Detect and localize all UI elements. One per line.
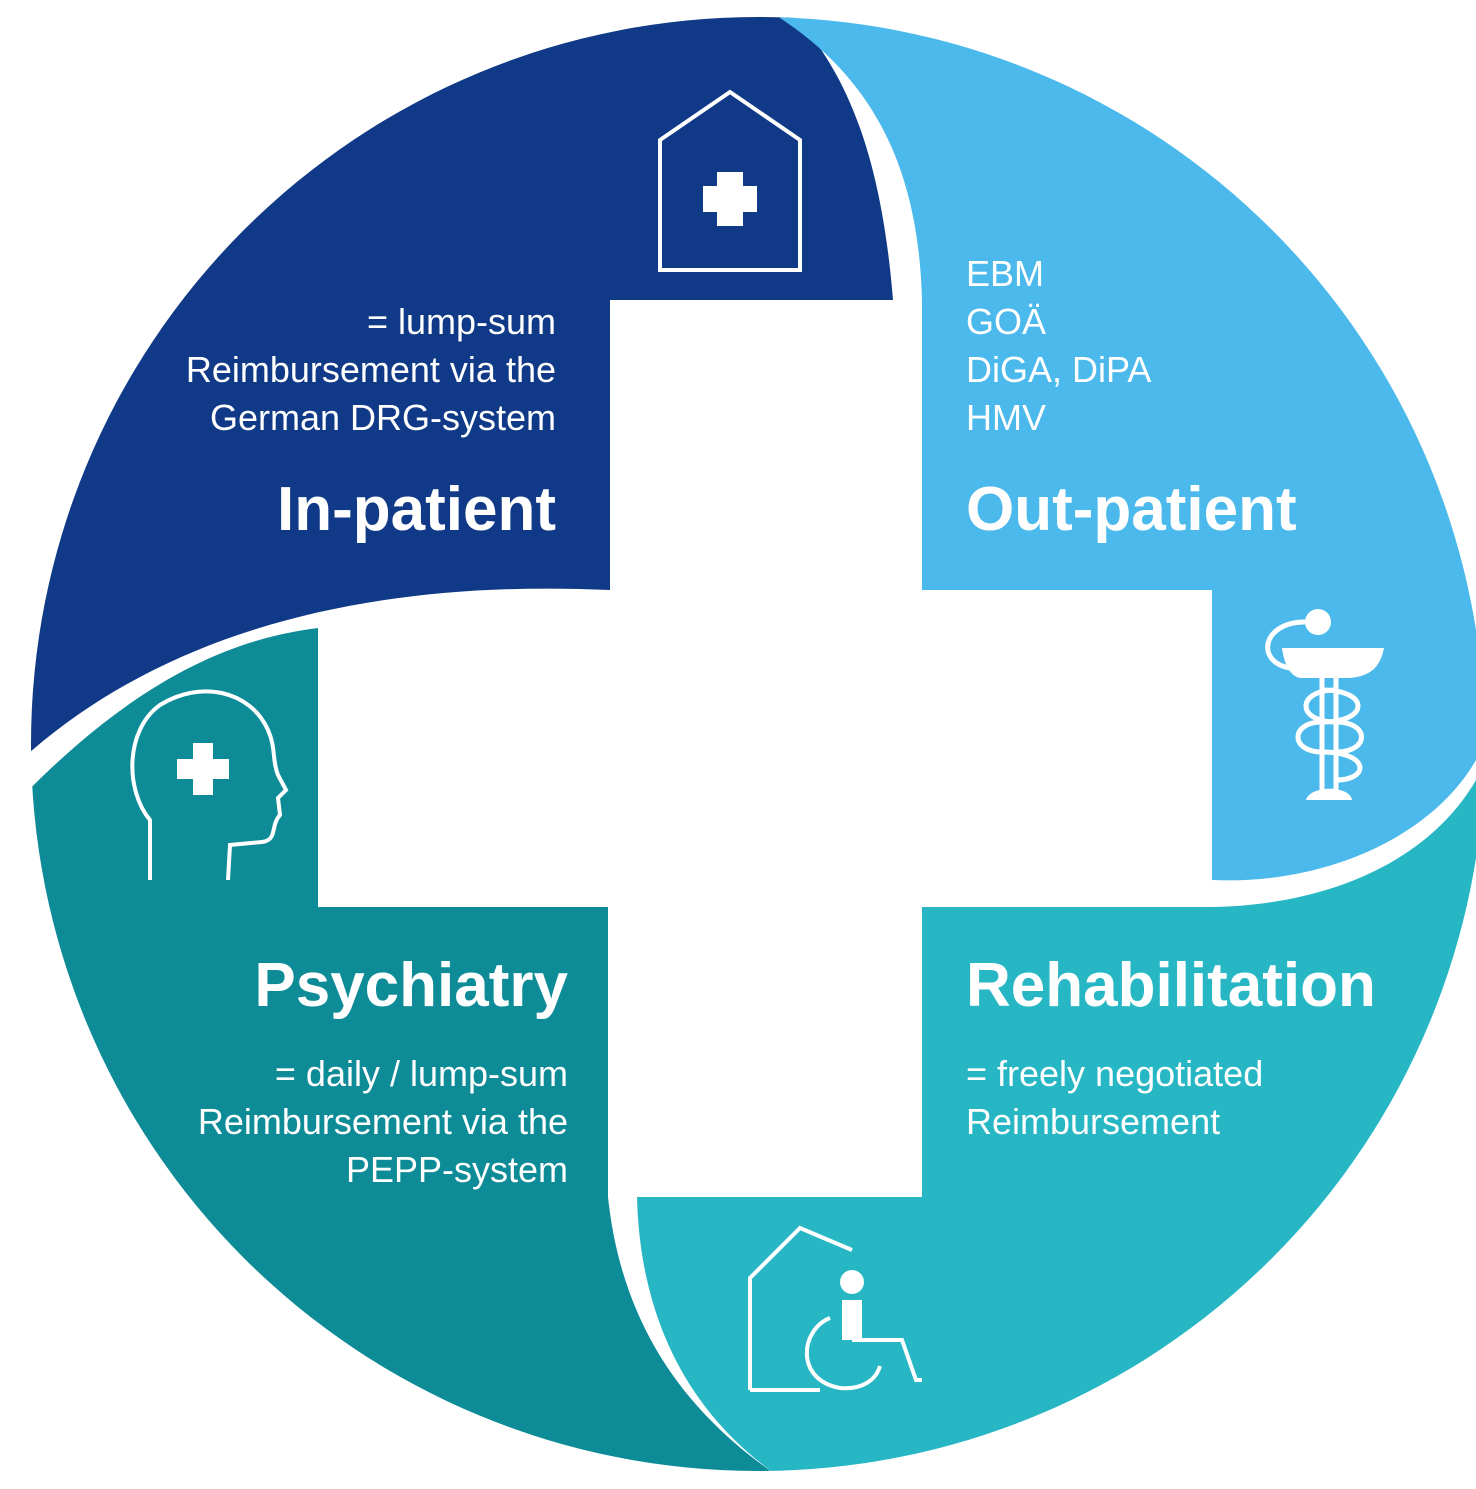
head-cross-icon [130,689,289,881]
caduceus-icon [1265,609,1384,800]
in-patient-title: In-patient [277,475,556,544]
psychiatry-description: = daily / lump-sum Reimbursement via the… [197,1053,568,1190]
hospital-icon [658,89,802,272]
out-patient-description: EBM GOÄ DiGA, DiPA HMV [966,253,1152,438]
psychiatry-title: Psychiatry [254,951,568,1020]
rehabilitation-title: Rehabilitation [966,951,1376,1020]
in-patient-description: = lump-sum Reimbursement via the German … [185,301,556,438]
out-patient-title: Out-patient [966,475,1297,544]
wheelchair-home-icon [748,1225,922,1392]
rehabilitation-description: = freely negotiated Reimbursement [966,1053,1264,1142]
